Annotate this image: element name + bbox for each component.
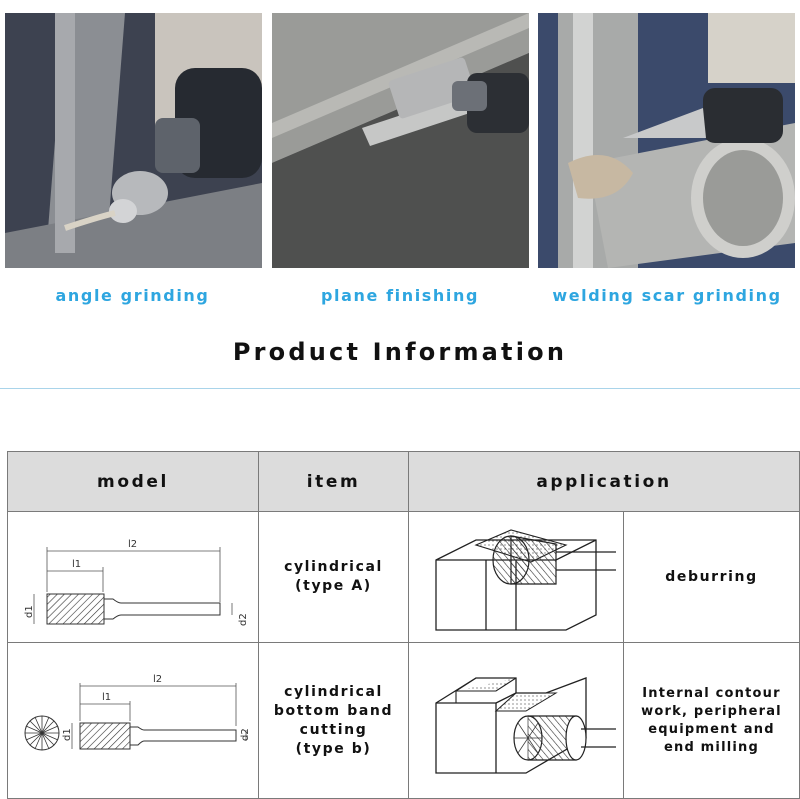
caption-plane-finishing: plane finishing xyxy=(320,286,480,305)
model-diagram-type-a: l2 l1 d1 d2 xyxy=(7,511,259,643)
dim-l2: l2 xyxy=(153,674,162,685)
header-application: application xyxy=(408,451,800,512)
welding-scar-grinding-photo xyxy=(538,13,795,268)
application-diagram-deburring xyxy=(408,511,624,643)
application-line: work, peripheral xyxy=(641,703,782,719)
dim-l1: l1 xyxy=(102,692,111,703)
plane-finishing-photo xyxy=(272,13,529,268)
item-line: (type A) xyxy=(295,578,372,594)
header-model: model xyxy=(7,451,259,512)
dim-d1: d1 xyxy=(62,728,73,741)
item-line: cylindrical xyxy=(284,683,383,700)
application-line: end milling xyxy=(663,739,760,755)
dim-l1: l1 xyxy=(72,559,81,570)
page-title: Product Information xyxy=(232,338,568,366)
header-item: item xyxy=(258,451,409,512)
item-line: bottom band xyxy=(273,702,394,719)
dim-l2: l2 xyxy=(128,539,137,550)
caption-welding-scar-grinding: welding scar grinding xyxy=(552,286,782,305)
application-cell-end-milling: Internal contour work, peripheral equipm… xyxy=(623,642,800,799)
caption-angle-grinding: angle grinding xyxy=(55,286,210,305)
divider xyxy=(0,388,800,389)
product-table: model item application l2 l1 d1 d2 xyxy=(7,451,800,799)
application-diagram-end-milling xyxy=(408,642,624,799)
dim-d2: d2 xyxy=(240,728,251,741)
dim-d2: d2 xyxy=(238,613,248,626)
item-cell-type-a: cylindrical (type A) xyxy=(258,511,409,643)
application-line: Internal contour xyxy=(642,685,781,701)
application-line: equipment and xyxy=(648,721,775,737)
item-line: cylindrical xyxy=(284,559,383,575)
model-diagram-type-b: l2 l1 d1 d2 xyxy=(7,642,259,799)
end-view-icon xyxy=(24,715,59,750)
angle-grinding-photo xyxy=(5,13,262,268)
item-line: (type b) xyxy=(295,740,372,757)
dim-d1: d1 xyxy=(24,605,35,618)
item-cell-type-b: cylindrical bottom band cutting (type b) xyxy=(258,642,409,799)
item-line: cutting xyxy=(299,721,368,738)
application-line: deburring xyxy=(665,568,758,585)
application-cell-deburring: deburring xyxy=(623,511,800,643)
